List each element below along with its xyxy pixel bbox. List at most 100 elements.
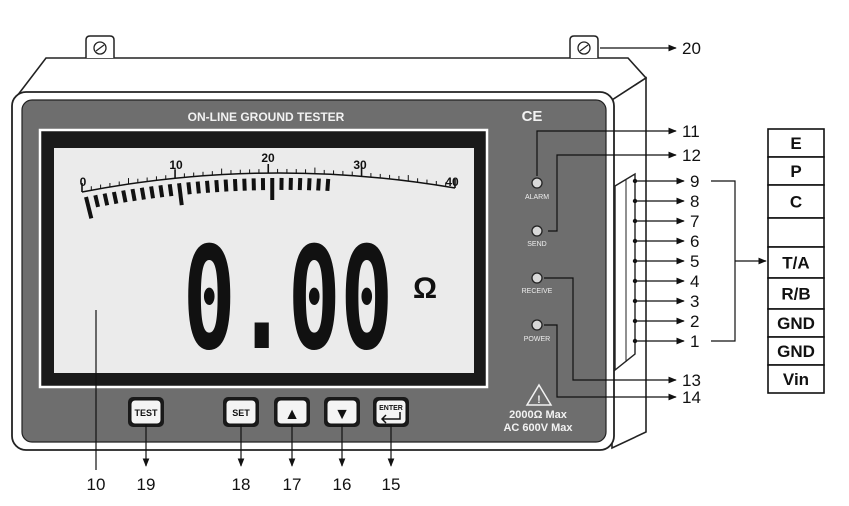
led-send-label: SEND (527, 241, 546, 248)
led-send: SEND (527, 225, 547, 248)
mounting-tab-right (569, 35, 599, 58)
scale-tick-label-40: 40 (445, 175, 459, 189)
terminal-pin (632, 178, 638, 184)
scale-tick-label-30: 30 (353, 158, 367, 172)
bargraph-segment (130, 188, 137, 202)
test-button[interactable]: TEST (128, 397, 164, 427)
enter-arrow-icon (380, 412, 401, 424)
callout-1: 1 (690, 332, 699, 351)
scale-tick-label-20: 20 (261, 151, 275, 165)
callout-3: 3 (690, 292, 699, 311)
bargraph-segment (251, 178, 256, 191)
rating-resistance: 2000Ω Max (509, 409, 568, 421)
led-receive-label: RECEIVE (522, 288, 553, 295)
terminal-strip (614, 172, 636, 372)
bargraph-segment (325, 178, 331, 192)
callout-9: 9 (690, 172, 699, 191)
bargraph-segment (121, 190, 128, 203)
bargraph-segment (195, 181, 201, 194)
mounting-tab-left (85, 35, 115, 58)
scale-tick-label-10: 10 (169, 158, 183, 172)
bargraph-segment (288, 177, 293, 191)
down-button[interactable]: ▼ (324, 397, 360, 427)
terminal-pin (632, 298, 638, 304)
ce-mark: CE (522, 108, 543, 125)
bargraph-segment (270, 178, 275, 200)
bargraph-segment (177, 183, 184, 206)
terminal-pin (632, 198, 638, 204)
terminal-pin (632, 278, 638, 284)
pin-bracket (711, 180, 736, 342)
callout-7: 7 (690, 212, 699, 231)
terminal-cell (767, 364, 825, 394)
terminal-pin (632, 338, 638, 344)
led-receive: RECEIVE (522, 272, 553, 295)
bargraph-segment (111, 191, 119, 205)
analog-scale (81, 164, 456, 193)
up-button[interactable]: ▲ (274, 397, 310, 427)
terminal-pin (632, 238, 638, 244)
callout-10: 10 (87, 475, 106, 494)
bargraph-segment (158, 185, 165, 198)
warning-triangle-icon: ! (525, 383, 553, 406)
bargraph-segment (223, 179, 229, 192)
device-title: ON-LINE GROUND TESTER (188, 110, 345, 124)
test-button-label: TEST (134, 408, 158, 418)
terminal-label: Vin (783, 370, 809, 389)
bargraph-segment (167, 183, 174, 197)
callout-13: 13 (682, 371, 701, 390)
callout-4: 4 (690, 272, 699, 291)
terminal-pin (632, 258, 638, 264)
callout-14: 14 (682, 388, 701, 407)
terminal-pin (632, 218, 638, 224)
bargraph-segment (232, 178, 238, 192)
callout-8: 8 (690, 192, 699, 211)
terminal-pin (632, 318, 638, 324)
enter-button-label: ENTER (379, 405, 403, 412)
bargraph-segment (316, 178, 321, 191)
enter-button[interactable]: ENTER (373, 397, 409, 427)
display-readout: 0.00 (183, 217, 393, 382)
down-arrow-icon: ▼ (334, 406, 350, 423)
set-button-label: SET (232, 408, 250, 418)
terminal-table: EPC T/A R/B GND GND Vin (767, 128, 825, 394)
led-alarm-label: ALARM (525, 194, 549, 201)
terminal-cell (767, 336, 825, 366)
callout-2: 2 (690, 312, 699, 331)
bargraph-segment (260, 178, 266, 191)
set-button[interactable]: SET (223, 397, 259, 427)
bargraph-segment (214, 179, 220, 193)
terminal-cell (767, 246, 825, 279)
callout-leaders (95, 44, 677, 470)
terminal-label: GND (777, 342, 815, 361)
bargraph-segment (149, 186, 156, 199)
callout-20: 20 (682, 39, 701, 58)
scale-tick-label-0: 0 (80, 175, 87, 189)
terminal-label: P (790, 162, 801, 181)
bargraph-segment (306, 178, 312, 191)
warning-symbol: ! (537, 394, 541, 406)
terminal-cell (767, 156, 825, 186)
terminal-label: E (790, 134, 801, 153)
bargraph-segment (297, 178, 303, 191)
terminal-label: GND (777, 314, 815, 333)
callout-18: 18 (232, 475, 251, 494)
terminal-cell (767, 217, 825, 248)
terminal-label: T/A (782, 254, 809, 273)
terminal-label: C (790, 193, 802, 212)
callout-15: 15 (382, 475, 401, 494)
rating-voltage: AC 600V Max (503, 422, 573, 434)
bargraph (84, 177, 331, 219)
bargraph-segment (205, 180, 211, 193)
callout-19: 19 (137, 475, 156, 494)
bargraph-segment (84, 196, 94, 219)
bargraph-segment (93, 194, 101, 208)
terminal-cell (767, 277, 825, 310)
bargraph-segment (279, 177, 284, 190)
terminal-label: R/B (781, 285, 810, 304)
callout-11: 11 (682, 122, 700, 141)
callout-6: 6 (690, 232, 699, 251)
bargraph-segment (186, 182, 192, 195)
led-power: POWER (524, 319, 550, 343)
